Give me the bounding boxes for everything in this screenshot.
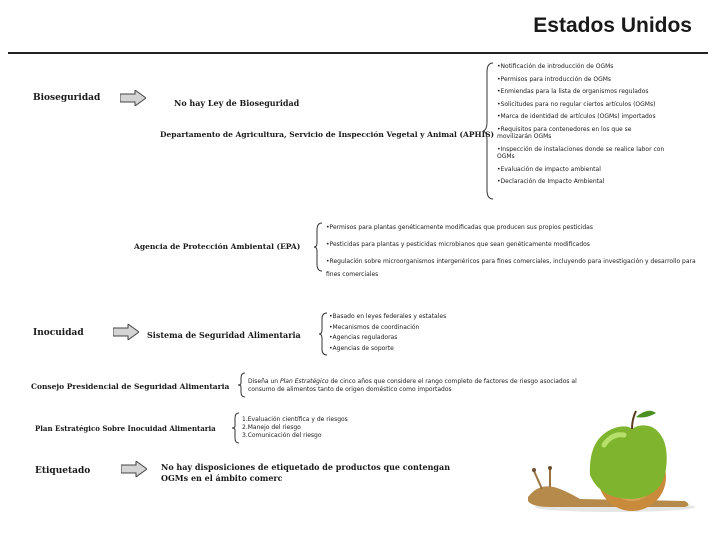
council-label: Consejo Presidencial de Seguridad Alimen… <box>31 382 229 391</box>
no-biosafety-law-text: No hay Ley de Bioseguridad <box>174 98 299 108</box>
aphis-label: Departamento de Agricultura, Servicio de… <box>160 130 494 139</box>
list-item: •Requisitos para contenedores en los que… <box>497 126 665 141</box>
plan-list: 1.Evaluación científica y de riesgos 2.M… <box>242 416 392 440</box>
list-item: 3.Comunicación del riesgo <box>242 432 392 440</box>
inocuidad-label: Inocuidad <box>33 328 84 338</box>
labeling-text: No hay disposiciones de etiquetado de pr… <box>161 462 471 484</box>
epa-brace <box>313 222 323 272</box>
title-divider <box>8 52 708 54</box>
arrow-right-icon <box>120 90 146 106</box>
page-title: Estados Unidos <box>533 14 692 38</box>
plan-brace <box>231 412 240 444</box>
council-description: Diseña un Plan Estratégico de cinco años… <box>248 378 588 393</box>
list-item: •Inspección de instalaciones donde se re… <box>497 146 665 161</box>
list-item: •Pesticidas para plantas y pesticidas mi… <box>326 241 698 250</box>
aphis-brace <box>482 62 494 200</box>
list-item: •Basado en leyes federales y estatales <box>329 313 499 321</box>
list-item: •Permisos para plantas genéticamente mod… <box>326 224 698 233</box>
food-safety-system-label: Sistema de Seguridad Alimentaria <box>147 330 301 340</box>
council-brace <box>237 372 246 398</box>
list-item: •Solicitudes para no regular ciertos art… <box>497 101 665 109</box>
arrow-right-icon <box>113 324 139 340</box>
list-item: •Regulación sobre microorganismos interg… <box>326 255 698 281</box>
list-item: 2.Manejo del riesgo <box>242 424 392 432</box>
list-item: •Notificación de introducción de OGMs <box>497 63 665 71</box>
epa-list: •Permisos para plantas genéticamente mod… <box>326 224 698 281</box>
strategic-plan-label: Plan Estratégico Sobre Inocuidad Aliment… <box>35 424 216 433</box>
system-brace <box>318 312 328 356</box>
list-item: •Enmiendas para la lista de organismos r… <box>497 88 665 96</box>
epa-label: Agencia de Protección Ambiental (EPA) <box>134 242 300 251</box>
etiquetado-label: Etiquetado <box>35 466 90 476</box>
list-item: •Agencias reguladoras <box>329 334 499 342</box>
list-item: •Marca de identidad de artículos (OGMs) … <box>497 113 665 121</box>
list-item: •Permisos para introducción de OGMs <box>497 76 665 84</box>
list-item: •Declaración de Impacto Ambiental <box>497 178 665 186</box>
bioseguridad-label: Bioseguridad <box>33 93 100 103</box>
aphis-list: •Notificación de introducción de OGMs •P… <box>497 63 665 191</box>
list-item: •Evaluación de impacto ambiental <box>497 166 665 174</box>
system-list: •Basado en leyes federales y estatales •… <box>329 313 499 355</box>
list-item: •Agencias de soporte <box>329 345 499 353</box>
list-item: •Mecanismos de coordinación <box>329 324 499 332</box>
apple-snail-illustration <box>520 405 700 515</box>
arrow-right-icon <box>121 461 147 477</box>
list-item: 1.Evaluación científica y de riesgos <box>242 416 392 424</box>
